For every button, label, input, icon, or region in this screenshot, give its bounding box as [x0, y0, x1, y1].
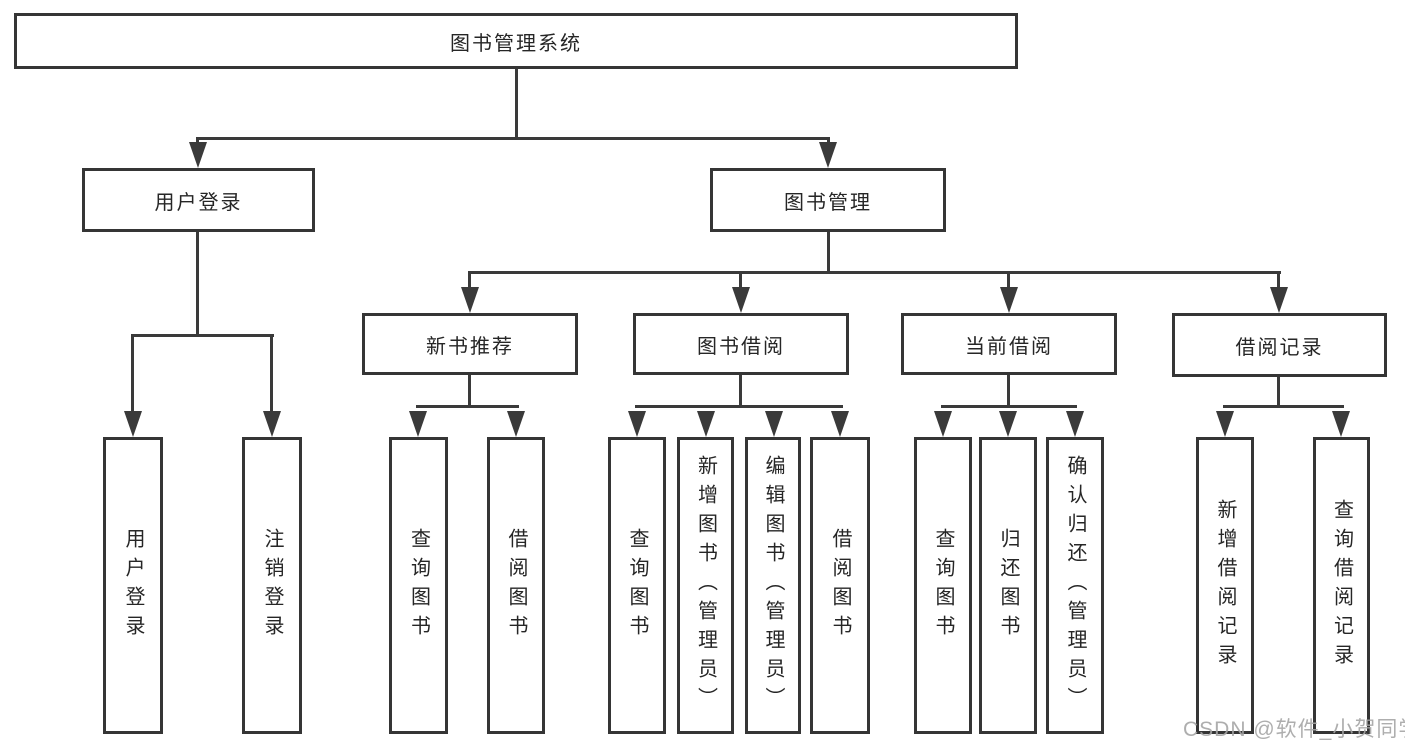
connector-line — [1007, 375, 1010, 408]
connector-line — [468, 271, 471, 291]
arrow-down — [1332, 411, 1350, 437]
node-leaf-query-record: 查询借阅记录 — [1313, 437, 1370, 734]
node-leaf-logout: 注销登录 — [242, 437, 302, 734]
node-label: 用户登录 — [154, 191, 243, 214]
node-new-book-rec: 新书推荐 — [362, 313, 578, 375]
node-book-mgmt: 图书管理 — [710, 168, 946, 232]
arrow-down — [409, 411, 427, 437]
arrow-down — [697, 411, 715, 437]
node-label: 确认归还（管理员） — [1064, 455, 1086, 716]
connector-line — [1277, 377, 1280, 408]
node-leaf-confirm-return: 确认归还（管理员） — [1046, 437, 1104, 734]
node-label: 新增图书（管理员） — [694, 455, 717, 716]
node-label: 查询借阅记录 — [1330, 498, 1353, 673]
node-leaf-user-login: 用户登录 — [103, 437, 163, 734]
node-label: 注销登录 — [261, 527, 283, 644]
connector-line — [196, 137, 830, 140]
arrow-down — [1066, 411, 1084, 437]
node-label: 新书推荐 — [426, 335, 514, 358]
arrow-down — [819, 142, 837, 168]
connector-line — [941, 405, 1077, 408]
node-label: 编辑图书（管理员） — [762, 455, 784, 716]
node-leaf-query-book-b: 查询图书 — [608, 437, 666, 734]
node-label: 借阅图书 — [505, 527, 527, 644]
node-label: 图书借阅 — [697, 335, 785, 358]
node-borrow-record: 借阅记录 — [1172, 313, 1387, 377]
node-leaf-return-book: 归还图书 — [979, 437, 1037, 734]
connector-line — [739, 271, 742, 291]
node-label: 查询图书 — [407, 527, 430, 644]
arrow-down — [1000, 287, 1018, 313]
arrow-down — [1270, 287, 1288, 313]
arrow-down — [263, 411, 281, 437]
arrow-down — [124, 411, 142, 437]
connector-line — [1277, 271, 1280, 291]
node-leaf-query-book-a: 查询图书 — [389, 437, 448, 734]
node-leaf-query-book-c: 查询图书 — [914, 437, 972, 734]
node-leaf-add-record: 新增借阅记录 — [1196, 437, 1254, 734]
connector-line — [739, 375, 742, 408]
node-book-borrow: 图书借阅 — [633, 313, 849, 375]
node-label: 新增借阅记录 — [1214, 498, 1236, 673]
connector-line — [635, 405, 843, 408]
arrow-down — [934, 411, 952, 437]
node-label: 图书管理 — [784, 191, 872, 214]
connector-line — [827, 232, 830, 273]
node-label: 当前借阅 — [965, 335, 1053, 358]
arrow-down — [461, 287, 479, 313]
arrow-down — [507, 411, 525, 437]
node-current-borrow: 当前借阅 — [901, 313, 1117, 375]
node-label: 查询图书 — [626, 527, 648, 644]
node-label: 图书管理系统 — [450, 32, 582, 55]
connector-line — [1223, 405, 1344, 408]
csdn-watermark: CSDN @软件_小贺同学 — [1183, 718, 1405, 741]
arrow-down — [732, 287, 750, 313]
connector-line — [270, 334, 273, 414]
node-user-login: 用户登录 — [82, 168, 315, 232]
node-root: 图书管理系统 — [14, 13, 1018, 69]
arrow-down — [189, 142, 207, 168]
arrow-down — [628, 411, 646, 437]
arrow-down — [999, 411, 1017, 437]
arrow-down — [831, 411, 849, 437]
connector-line — [196, 232, 199, 337]
node-label: 查询图书 — [932, 527, 954, 644]
connector-line — [131, 334, 274, 337]
connector-line — [131, 334, 134, 414]
node-leaf-add-book: 新增图书（管理员） — [677, 437, 734, 734]
node-leaf-edit-book: 编辑图书（管理员） — [745, 437, 801, 734]
arrow-down — [1216, 411, 1234, 437]
node-label: 借阅记录 — [1235, 336, 1324, 359]
connector-line — [416, 405, 519, 408]
connector-line — [1007, 271, 1010, 291]
node-leaf-borrow-book-b: 借阅图书 — [810, 437, 870, 734]
arrow-down — [765, 411, 783, 437]
node-label: 借阅图书 — [829, 527, 851, 644]
node-label: 归还图书 — [997, 527, 1019, 644]
node-label: 用户登录 — [122, 527, 144, 644]
connector-line — [515, 69, 518, 140]
connector-line — [468, 271, 1281, 274]
connector-line — [468, 375, 471, 408]
node-leaf-borrow-book-a: 借阅图书 — [487, 437, 545, 734]
